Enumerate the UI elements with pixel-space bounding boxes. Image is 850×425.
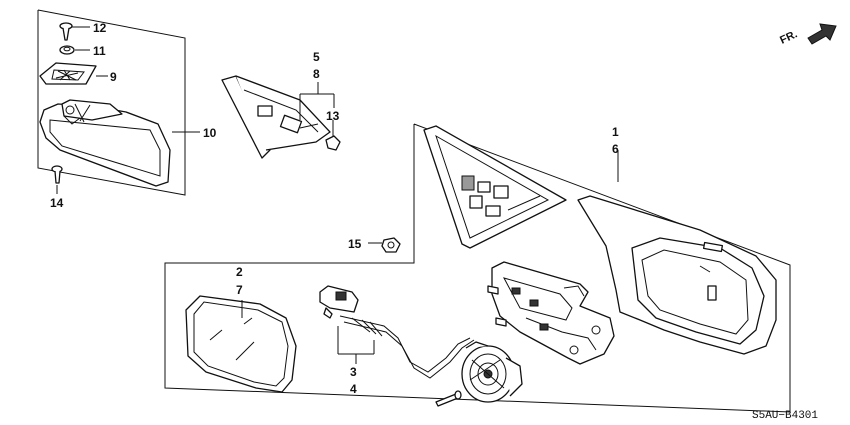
front-direction-arrow: FR. — [778, 23, 837, 47]
callout-9: 9 — [110, 70, 117, 84]
clip-13 — [325, 120, 341, 151]
callout-10: 10 — [203, 126, 217, 140]
callout-1: 1 — [612, 125, 619, 139]
callout-7: 7 — [236, 283, 243, 297]
callout-14: 14 — [50, 196, 64, 210]
callout-bracket-3-4 — [337, 326, 375, 364]
callout-bracket-5-8 — [299, 82, 335, 120]
mirror-actuator-motor — [461, 341, 523, 403]
diagram-code: S5AU−B4301 — [752, 410, 818, 422]
connector-harness — [319, 285, 475, 379]
callout-15: 15 — [348, 237, 362, 251]
mirror-triangle-garnish — [423, 125, 567, 249]
callout-11: 11 — [93, 44, 106, 58]
screw-14 — [51, 165, 63, 194]
callout-12: 12 — [93, 21, 107, 35]
mirror-base-pad-9 — [39, 62, 108, 85]
callout-13: 13 — [326, 109, 340, 123]
mirror-housing — [577, 195, 777, 355]
door-mirror-group — [164, 123, 791, 413]
callout-4: 4 — [350, 382, 357, 396]
interior-rearview-mirror-10 — [39, 99, 200, 187]
nut-15 — [368, 237, 401, 253]
inner-garnish — [221, 75, 331, 159]
callout-3: 3 — [350, 365, 357, 379]
callout-8: 8 — [313, 67, 320, 81]
screw-12 — [59, 22, 90, 41]
nut-11 — [59, 45, 90, 55]
screw — [435, 390, 462, 407]
callout-5: 5 — [313, 50, 320, 64]
callout-6: 6 — [612, 142, 619, 156]
interior-mirror-group — [37, 9, 186, 196]
fr-label: FR. — [778, 28, 799, 46]
callout-2: 2 — [236, 265, 243, 279]
mirror-base-bracket — [487, 261, 615, 365]
mirror-glass — [185, 295, 297, 393]
